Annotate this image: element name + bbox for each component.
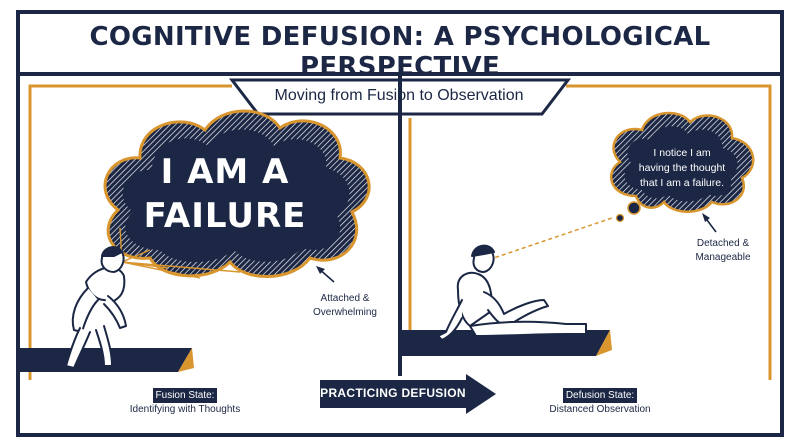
right-ledge-edge	[596, 330, 612, 356]
hunched-person-figure	[65, 246, 127, 369]
left-annotation-line-2: Overwhelming	[313, 307, 377, 318]
right-note-arrow	[702, 213, 717, 233]
sitting-person-figure	[437, 244, 587, 341]
big-thought-cloud	[103, 109, 371, 278]
subtitle: Moving from Fusion to Observation	[274, 87, 524, 104]
observed-thought-line-2: having the thought	[638, 162, 726, 174]
fusion-state-label: Fusion State:	[152, 388, 218, 403]
defusion-state-label: Defusion State:	[562, 388, 638, 403]
left-note-arrow	[316, 266, 335, 283]
observed-thought-line-1: I notice I am	[653, 147, 711, 159]
observed-thought-text: I notice I am having the thought that I …	[617, 146, 747, 191]
defusion-state-description: Distanced Observation	[549, 404, 651, 415]
fusion-state-description: Identifying with Thoughts	[129, 404, 241, 415]
practicing-defusion-arrow	[320, 374, 496, 414]
small-thought-cloud	[610, 111, 755, 223]
defusion-state-caption: Defusion State: Distanced Observation	[520, 388, 680, 416]
observed-thought-line-3: that I am a failure.	[639, 177, 725, 189]
observation-line	[481, 217, 613, 263]
right-annotation-line-1: Detached &	[696, 238, 750, 249]
practicing-defusion-label: PRACTICING DEFUSION	[320, 386, 466, 400]
left-annotation: Attached & Overwhelming	[300, 292, 390, 320]
page-title: COGNITIVE DEFUSION: A PSYCHOLOGICAL PERS…	[89, 22, 711, 82]
fused-thought-line-2: FAILURE	[143, 196, 307, 236]
right-ledge	[400, 330, 610, 356]
fused-thought-line-1: I AM A	[160, 152, 290, 192]
left-ledge-edge	[178, 348, 194, 372]
orange-accents	[28, 84, 772, 380]
left-annotation-line-1: Attached &	[320, 293, 370, 304]
fusion-state-caption: Fusion State: Identifying with Thoughts	[110, 388, 260, 416]
right-annotation: Detached & Manageable	[668, 237, 778, 265]
right-annotation-line-2: Manageable	[695, 252, 751, 263]
fused-thought-text: I AM A FAILURE	[110, 150, 340, 238]
